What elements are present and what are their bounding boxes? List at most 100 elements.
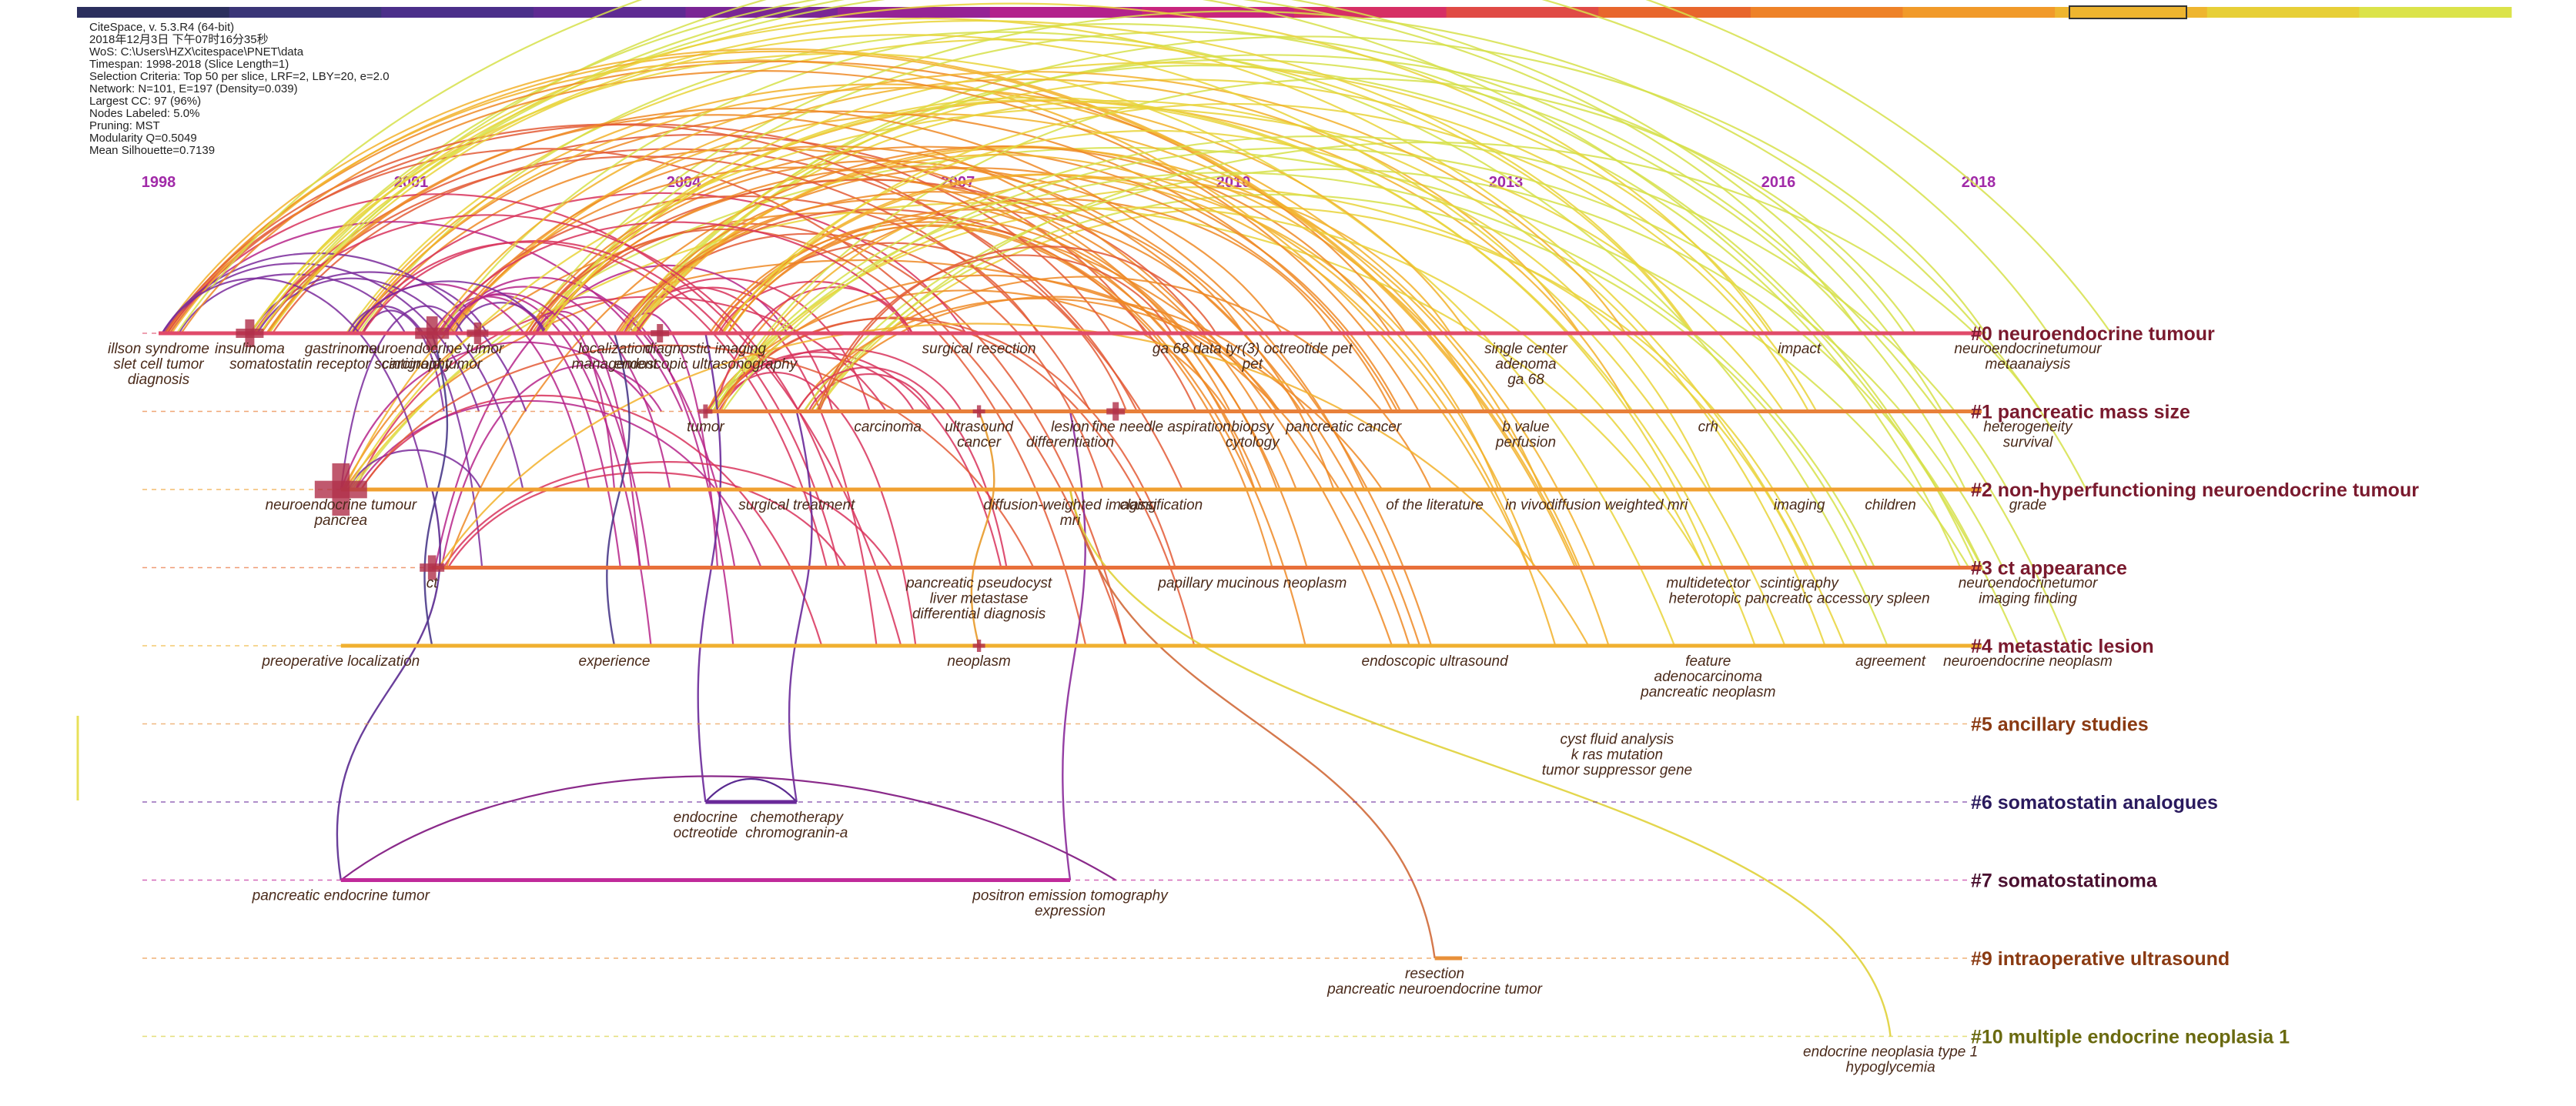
- term-label[interactable]: crh: [1698, 419, 1718, 436]
- node-marker[interactable]: [976, 640, 982, 652]
- term-label[interactable]: ga 68: [1507, 372, 1544, 388]
- term-label[interactable]: pet: [1242, 356, 1263, 373]
- term-label[interactable]: octreotide: [674, 825, 738, 841]
- term-label[interactable]: hypoglycemia: [1846, 1060, 1935, 1076]
- cluster-label[interactable]: #2 non-hyperfunctioning neuroendocrine t…: [1971, 479, 2419, 501]
- node-marker[interactable]: [245, 319, 255, 347]
- term-label[interactable]: management: [572, 356, 658, 373]
- term-label[interactable]: diagnosis: [128, 372, 190, 388]
- term-label[interactable]: tumor: [687, 419, 724, 436]
- term-label[interactable]: perfusion: [1495, 435, 1556, 451]
- node-marker[interactable]: [426, 316, 438, 350]
- cluster-label[interactable]: #4 metastatic lesion: [1971, 636, 2154, 657]
- color-bar-segment[interactable]: [838, 7, 991, 18]
- node-marker[interactable]: [473, 322, 482, 344]
- term-label[interactable]: feature: [1685, 653, 1731, 670]
- term-label[interactable]: fine needle aspiration: [1092, 419, 1231, 436]
- color-bar-segment[interactable]: [1598, 7, 1751, 18]
- term-label[interactable]: illson syndrome: [108, 341, 209, 357]
- cluster-label[interactable]: #10 multiple endocrine neoplasia 1: [1971, 1027, 2290, 1048]
- term-label[interactable]: classification: [1120, 497, 1203, 513]
- node-marker[interactable]: [657, 324, 664, 342]
- term-label[interactable]: neuroendocrine tumour: [266, 497, 417, 513]
- term-label[interactable]: pancrea: [313, 513, 367, 529]
- term-label[interactable]: multidetector: [1666, 576, 1750, 592]
- term-label[interactable]: diffusion weighted mri: [1547, 497, 1689, 513]
- term-label[interactable]: scintigraphy: [1761, 576, 1840, 592]
- term-label[interactable]: gastrinoma: [305, 341, 377, 357]
- color-bar-segment[interactable]: [381, 7, 534, 18]
- term-label[interactable]: resection: [1405, 966, 1464, 982]
- term-label[interactable]: localization: [578, 341, 651, 357]
- term-label[interactable]: positron emission tomography: [972, 888, 1169, 904]
- term-label[interactable]: metaanaiysis: [1986, 356, 2071, 373]
- term-label[interactable]: pancreatic endocrine tumor: [252, 888, 430, 904]
- term-label[interactable]: diagnostic imaging: [645, 341, 767, 357]
- term-label[interactable]: insulinoma: [215, 341, 285, 357]
- color-bar-segment[interactable]: [989, 7, 1142, 18]
- term-label[interactable]: differentiation: [1026, 435, 1114, 451]
- term-label[interactable]: surgical treatment: [738, 497, 855, 513]
- cluster-label[interactable]: #3 ct appearance: [1971, 558, 2127, 580]
- term-label[interactable]: mri: [1060, 513, 1081, 529]
- term-label[interactable]: ct: [427, 576, 439, 592]
- term-label[interactable]: cytology: [1226, 435, 1280, 451]
- term-label[interactable]: expression: [1035, 904, 1106, 920]
- term-label[interactable]: imaging: [1774, 497, 1825, 513]
- term-label[interactable]: imaging finding: [1979, 591, 2077, 607]
- term-label[interactable]: b value: [1502, 419, 1549, 436]
- color-bar-segment[interactable]: [2206, 7, 2360, 18]
- color-bar-segment[interactable]: [2359, 7, 2512, 18]
- cluster-label[interactable]: #7 somatostatinoma: [1971, 870, 2158, 892]
- term-label[interactable]: endoscopic ultrasound: [1362, 653, 1510, 670]
- cluster-label[interactable]: #6 somatostatin analogues: [1971, 792, 2218, 814]
- term-label[interactable]: cyst fluid analysis: [1560, 732, 1674, 748]
- term-label[interactable]: ultrasound: [945, 419, 1014, 436]
- color-bar-segment[interactable]: [1446, 7, 1599, 18]
- term-label[interactable]: tumor suppressor gene: [1542, 763, 1692, 779]
- term-label[interactable]: papillary mucinous neoplasm: [1157, 576, 1347, 592]
- term-label[interactable]: lesion: [1051, 419, 1089, 436]
- term-label[interactable]: chemotherapy: [751, 810, 845, 826]
- term-label[interactable]: pancreatic neoplasm: [1640, 684, 1775, 700]
- term-label[interactable]: k ras mutation: [1571, 747, 1663, 764]
- cluster-label[interactable]: #5 ancillary studies: [1971, 714, 2149, 736]
- color-bar-selection[interactable]: [2069, 5, 2187, 19]
- term-label[interactable]: somatostatin receptor scintigraphy: [229, 356, 453, 373]
- term-label[interactable]: adenocarcinoma: [1654, 669, 1762, 685]
- term-label[interactable]: in vivo: [1505, 497, 1547, 513]
- term-label[interactable]: carcinoma: [854, 419, 922, 436]
- node-marker[interactable]: [1112, 402, 1119, 421]
- term-label[interactable]: chromogranin-a: [745, 825, 848, 841]
- term-label[interactable]: pancreatic pseudocyst: [905, 576, 1052, 592]
- term-label[interactable]: experience: [579, 653, 651, 670]
- node-marker[interactable]: [332, 463, 350, 516]
- cluster-label[interactable]: #9 intraoperative ultrasound: [1971, 948, 2230, 970]
- term-label[interactable]: neuroendocrinetumor: [1959, 576, 2098, 592]
- term-label[interactable]: endoscopic ultrasonography: [614, 356, 798, 373]
- term-label[interactable]: grade: [2009, 497, 2047, 513]
- cluster-label[interactable]: #0 neuroendocrine tumour: [1971, 323, 2215, 345]
- term-label[interactable]: slet cell tumor: [113, 356, 204, 373]
- node-marker[interactable]: [703, 404, 708, 419]
- term-label[interactable]: pancreatic cancer: [1285, 419, 1402, 436]
- term-label[interactable]: adenoma: [1495, 356, 1556, 373]
- term-label[interactable]: ga 68 data tyr(3) octreotide pet: [1153, 341, 1353, 357]
- cluster-label[interactable]: #1 pancreatic mass size: [1971, 402, 2190, 423]
- term-label[interactable]: diffusion-weighted imaging: [984, 497, 1157, 513]
- color-bar-segment[interactable]: [229, 7, 382, 18]
- term-label[interactable]: neuroendocrinetumour: [1954, 341, 2102, 357]
- term-label[interactable]: survival: [2003, 435, 2053, 451]
- term-label[interactable]: surgical resection: [922, 341, 1036, 357]
- term-label[interactable]: endocrine neoplasia type 1: [1803, 1044, 1978, 1061]
- term-label[interactable]: endocrine: [674, 810, 738, 826]
- color-bar-segment[interactable]: [1750, 7, 1903, 18]
- term-label[interactable]: liver metastase: [930, 591, 1029, 607]
- color-bar-segment[interactable]: [533, 7, 686, 18]
- term-label[interactable]: children: [1865, 497, 1916, 513]
- term-label[interactable]: biopsy: [1231, 419, 1274, 436]
- term-label[interactable]: impact: [1778, 341, 1822, 357]
- term-label[interactable]: neuroendocrine tumor: [360, 341, 504, 357]
- term-label[interactable]: of the literature: [1386, 497, 1484, 513]
- term-label[interactable]: heterotopic pancreatic accessory spleen: [1669, 591, 1930, 607]
